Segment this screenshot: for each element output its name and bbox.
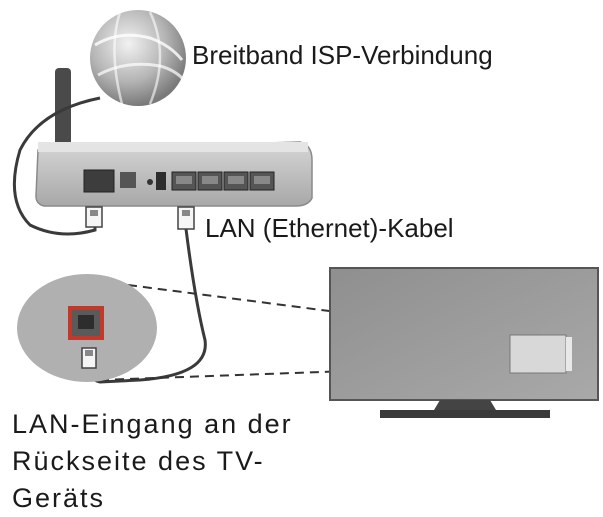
wan-port-icon bbox=[83, 169, 115, 193]
tv-input-label-line2: Rückseite des TV- bbox=[12, 446, 265, 476]
wan-cable bbox=[12, 96, 101, 236]
tv-icon bbox=[329, 267, 599, 418]
lan-cable-label: LAN (Ethernet)-Kabel bbox=[205, 213, 454, 243]
globe-icon bbox=[90, 10, 186, 106]
lan-plug-icon bbox=[177, 206, 195, 230]
tv-back-zoom bbox=[17, 274, 157, 382]
zoom-line-top bbox=[127, 284, 516, 336]
router-icon bbox=[35, 141, 313, 207]
tv-input-label-line3: Geräts bbox=[12, 483, 106, 513]
wan-plug-icon bbox=[85, 206, 103, 228]
tv-lan-input-label: LAN-Eingang an der Rückseite des TV- Ger… bbox=[12, 406, 332, 517]
isp-connection-label: Breitband ISP-Verbindung bbox=[192, 40, 493, 70]
tv-input-label-line1: LAN-Eingang an der bbox=[12, 409, 293, 439]
